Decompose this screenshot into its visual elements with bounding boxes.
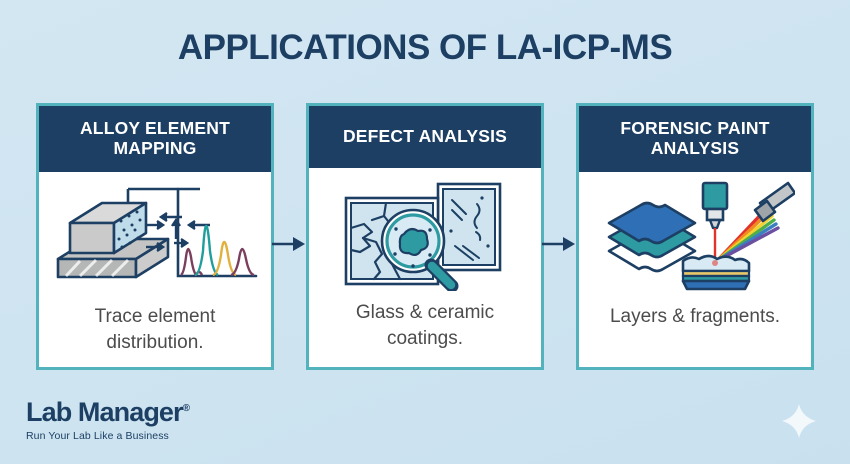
card-header: ALLOY ELEMENT MAPPING bbox=[39, 106, 271, 172]
logo-word-text: Lab Manager bbox=[26, 397, 184, 427]
logo-wordmark: Lab Manager® bbox=[26, 397, 190, 427]
logo-tagline: Run Your Lab Like a Business bbox=[26, 430, 169, 442]
lab-manager-logo: Lab Manager® Run Your Lab Like a Busines… bbox=[26, 397, 190, 443]
card-caption: Layers & fragments. bbox=[609, 305, 781, 327]
card-body: Trace element distribution. bbox=[39, 172, 271, 367]
card-alloy-element-mapping: ALLOY ELEMENT MAPPING bbox=[36, 103, 274, 370]
card-header: DEFECT ANALYSIS bbox=[309, 106, 541, 168]
card-forensic-paint-analysis: FORENSIC PAINT ANALYSIS bbox=[576, 103, 814, 370]
card-defect-analysis: DEFECT ANALYSIS bbox=[306, 103, 544, 370]
card-caption: Glass & ceramic coatings. bbox=[355, 302, 495, 349]
registered-mark: ® bbox=[182, 403, 190, 414]
paint-layers-laser-prism-icon bbox=[595, 178, 795, 296]
sparkle-star bbox=[782, 404, 816, 438]
page-title: APPLICATIONS OF LA-ICP-MS bbox=[177, 28, 673, 67]
card-header: FORENSIC PAINT ANALYSIS bbox=[579, 106, 811, 172]
card-body: Glass & ceramic coatings. bbox=[309, 168, 541, 367]
arrow-card1-to-card2 bbox=[272, 234, 306, 254]
card-caption: Trace element distribution. bbox=[94, 305, 216, 353]
arrow-card2-to-card3 bbox=[542, 234, 576, 254]
cracked-glass-magnifier-icon bbox=[330, 174, 520, 292]
alloy-block-spectrum-icon bbox=[50, 178, 260, 296]
card-body: Layers & fragments. bbox=[579, 172, 811, 367]
